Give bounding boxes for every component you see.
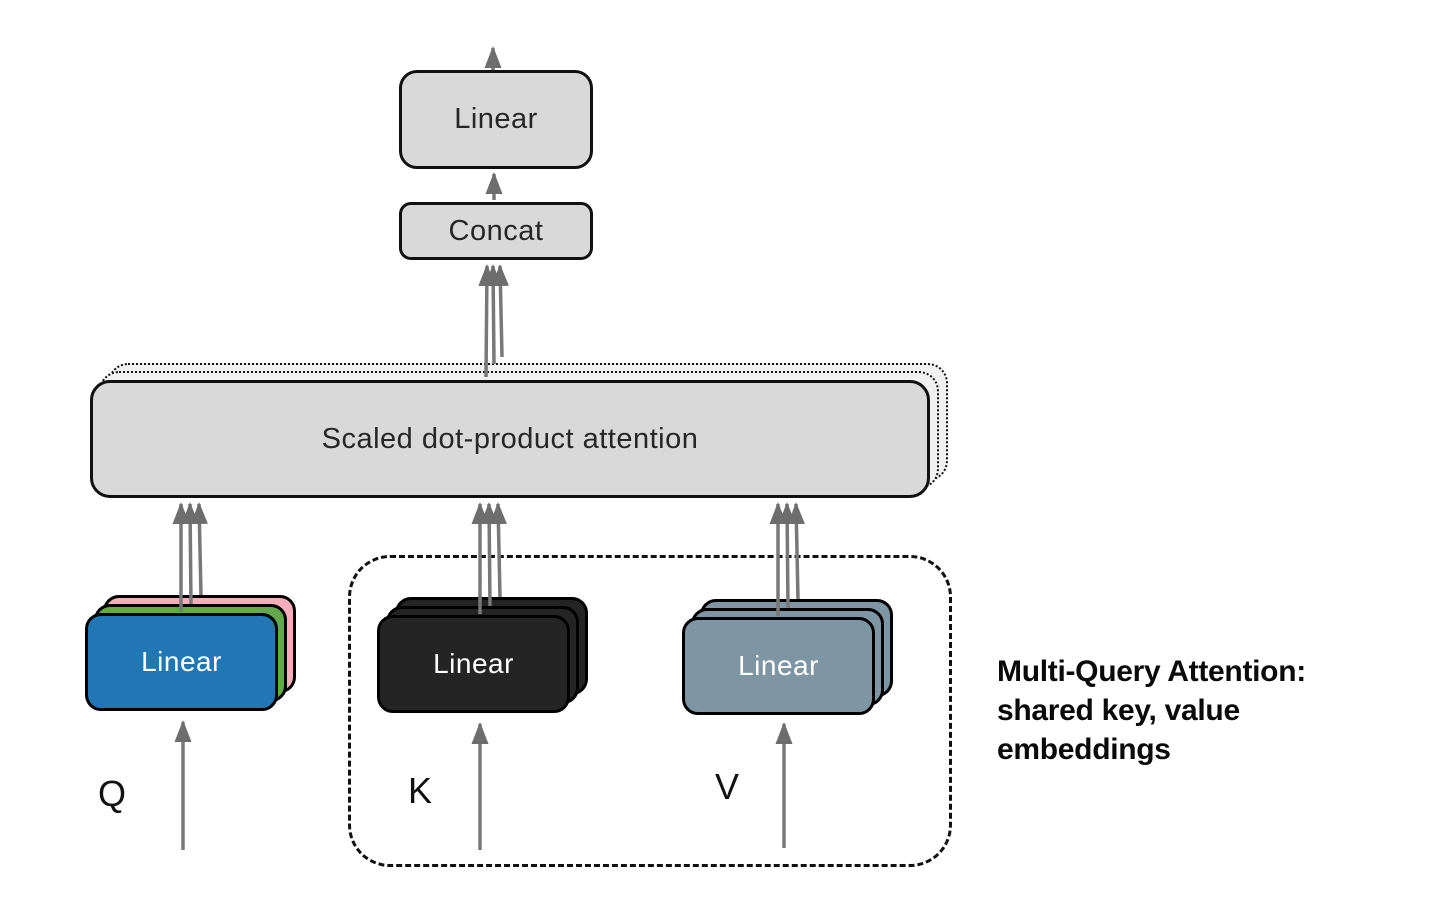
- k-linear-card-front: Linear: [377, 615, 570, 713]
- v-input-label: V: [715, 766, 740, 807]
- v-linear-card-front: Linear: [682, 617, 875, 715]
- shared-kv-dashed-group: [348, 555, 952, 867]
- output-linear-label: Linear: [454, 103, 538, 135]
- concat-label: Concat: [448, 214, 544, 247]
- scaled-dot-product-attention-box: Scaled dot-product attention: [90, 380, 930, 498]
- attention-to-concat-arrows: [478, 264, 509, 378]
- v-linear-label: Linear: [738, 650, 819, 681]
- concat-box: Concat: [399, 202, 593, 260]
- q-linear-card-front: Linear: [85, 613, 278, 711]
- caption-line-1: Multi-Query Attention:: [997, 655, 1306, 688]
- k-linear-label: Linear: [433, 648, 514, 679]
- q-input-label: Q: [98, 773, 127, 814]
- caption-text: Multi-Query Attention: shared key, value…: [997, 652, 1306, 769]
- k-input-label: K: [408, 770, 433, 811]
- output-linear-box: Linear: [399, 70, 593, 169]
- caption-line-3: embeddings: [997, 733, 1171, 766]
- caption-line-2: shared key, value: [997, 694, 1240, 727]
- q-linear-label: Linear: [141, 646, 222, 677]
- scaled-dot-product-attention-label: Scaled dot-product attention: [321, 422, 699, 455]
